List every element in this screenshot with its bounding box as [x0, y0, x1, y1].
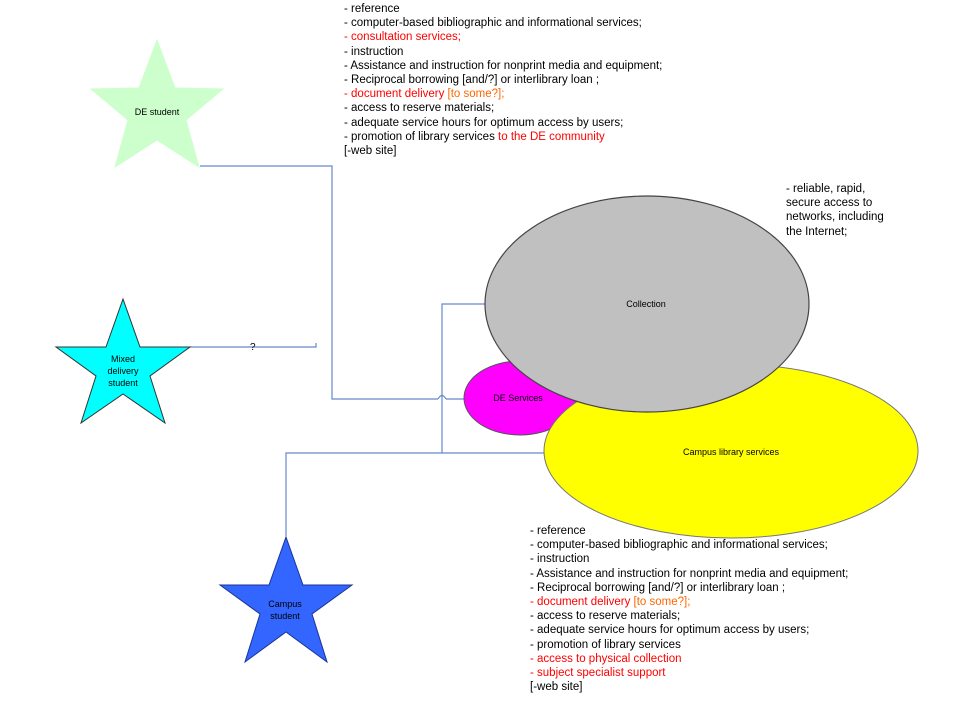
campus-services-list: - reference - computer-based bibliographi…: [530, 524, 848, 694]
list-item-text: [-web site]: [344, 145, 397, 158]
list-item-text: - document delivery: [530, 596, 634, 609]
list-item: [-web site]: [530, 680, 848, 694]
list-item-text: [-web site]: [530, 681, 583, 694]
list-item-text: - consultation services;: [344, 31, 461, 44]
list-item: - Reciprocal borrowing [and/?] or interl…: [344, 73, 662, 87]
list-item: - promotion of library services to the D…: [344, 130, 662, 144]
mixed-student-connector: [190, 343, 317, 348]
campus-student-star: [218, 535, 354, 664]
list-item: - document delivery [to some?];: [344, 87, 662, 101]
network-note-line: - reliable, rapid,: [786, 183, 866, 195]
list-item: - Assistance and instruction for nonprin…: [344, 59, 662, 73]
campus-library-label: Campus library services: [683, 447, 780, 457]
list-item: - adequate service hours for optimum acc…: [344, 116, 662, 130]
collection-ellipse: [484, 195, 810, 413]
list-item-text: - promotion of library services: [344, 130, 499, 143]
list-item: - adequate service hours for optimum acc…: [530, 623, 848, 637]
campus-student-connector: [285, 452, 545, 536]
list-item-text: to the DE community: [498, 130, 605, 143]
list-item: - subject specialist support: [530, 666, 848, 680]
list-item-text: [to some?];: [633, 596, 691, 609]
list-item-text: - adequate service hours for optimum acc…: [344, 116, 624, 129]
list-item-text: - computer-based bibliographic and infor…: [530, 539, 828, 552]
list-item: - promotion of library services: [530, 638, 848, 652]
list-item-text: - access to reserve materials;: [344, 102, 495, 115]
de-student-star: [89, 38, 225, 169]
network-note-line: networks, including: [786, 211, 884, 224]
collection-label: Collection: [626, 299, 666, 309]
list-item: - Assistance and instruction for nonprin…: [530, 567, 848, 581]
list-item: - instruction: [344, 45, 662, 59]
collection-connector: [441, 303, 486, 453]
list-item-text: - instruction: [344, 45, 404, 58]
de-services-label: DE Services: [493, 393, 543, 403]
network-note-line: the Internet;: [786, 225, 848, 238]
list-item-text: [to some?];: [447, 88, 505, 101]
list-item-text: - Assistance and instruction for nonprin…: [344, 59, 663, 72]
list-item-text: - instruction: [530, 553, 590, 566]
de-student-label: DE student: [135, 107, 180, 117]
de-services-list: - reference - computer-based bibliographi…: [344, 2, 662, 158]
list-item: - computer-based bibliographic and infor…: [344, 16, 662, 30]
mixed-student-label-1: Mixed: [111, 354, 135, 364]
list-item: [-web site]: [344, 144, 662, 158]
list-item-text: - access to reserve materials;: [530, 610, 681, 623]
mixed-student-label-2: delivery: [107, 366, 139, 376]
connectors: [190, 165, 545, 536]
list-item-text: - computer-based bibliographic and infor…: [344, 17, 642, 30]
list-item: - instruction: [530, 552, 848, 566]
list-item: - reference: [530, 524, 848, 538]
list-item-text: - access to physical collection: [530, 652, 682, 665]
list-item-text: - adequate service hours for optimum acc…: [530, 624, 810, 637]
list-item: - consultation services;: [344, 30, 662, 44]
list-item-text: - reference: [344, 3, 400, 15]
list-item: - access to physical collection: [530, 652, 848, 666]
campus-student-label-2: student: [270, 611, 300, 621]
network-access-note: - reliable, rapid, secure access to netw…: [786, 182, 884, 239]
list-item: - access to reserve materials;: [530, 609, 848, 623]
list-item-text: - Assistance and instruction for nonprin…: [530, 567, 849, 580]
list-item: - access to reserve materials;: [344, 101, 662, 115]
list-item-text: - Reciprocal borrowing [and/?] or interl…: [344, 74, 600, 87]
list-item-text: - reference: [530, 525, 586, 537]
campus-student-label-1: Campus: [268, 599, 302, 609]
mixed-student-star: [54, 297, 192, 425]
list-item-text: - document delivery: [344, 88, 448, 101]
list-item: - Reciprocal borrowing [and/?] or interl…: [530, 581, 848, 595]
list-item: - computer-based bibliographic and infor…: [530, 538, 848, 552]
network-note-line: secure access to: [786, 197, 873, 210]
list-item-text: - Reciprocal borrowing [and/?] or interl…: [530, 581, 786, 594]
mixed-student-label-3: student: [108, 378, 138, 388]
list-item-text: - subject specialist support: [530, 667, 666, 680]
list-item: - document delivery [to some?];: [530, 595, 848, 609]
de-student-connector: [200, 165, 438, 400]
list-item-text: - promotion of library services: [530, 638, 681, 651]
question-mark: ?: [250, 342, 256, 353]
list-item: - reference: [344, 2, 662, 16]
